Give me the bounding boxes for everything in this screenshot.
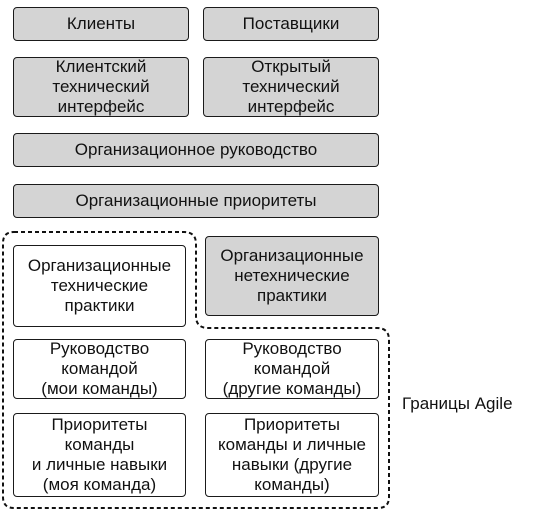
open-technical-interface-box: Открытый технический интерфейс [203,57,379,117]
team-priorities-mine-box: Приоритеты команды и личные навыки (моя … [13,413,186,497]
org-nontechnical-practices-box: Организационные нетехнические практики [205,236,379,316]
team-priorities-other-box: Приоритеты команды и личные навыки (друг… [205,413,379,497]
organizational-management-box: Организационное руководство [13,133,379,167]
suppliers-box: Поставщики [203,7,379,41]
team-management-mine-box: Руководство командой (мои команды) [13,339,186,399]
clients-box: Клиенты [13,7,189,41]
organizational-priorities-box: Организационные приоритеты [13,184,379,218]
org-technical-practices-box: Организационные технические практики [13,245,186,327]
team-management-other-box: Руководство командой (другие команды) [205,339,379,399]
agile-boundary-label: Границы Agile [402,394,513,413]
client-technical-interface-box: Клиентский технический интерфейс [13,57,189,117]
